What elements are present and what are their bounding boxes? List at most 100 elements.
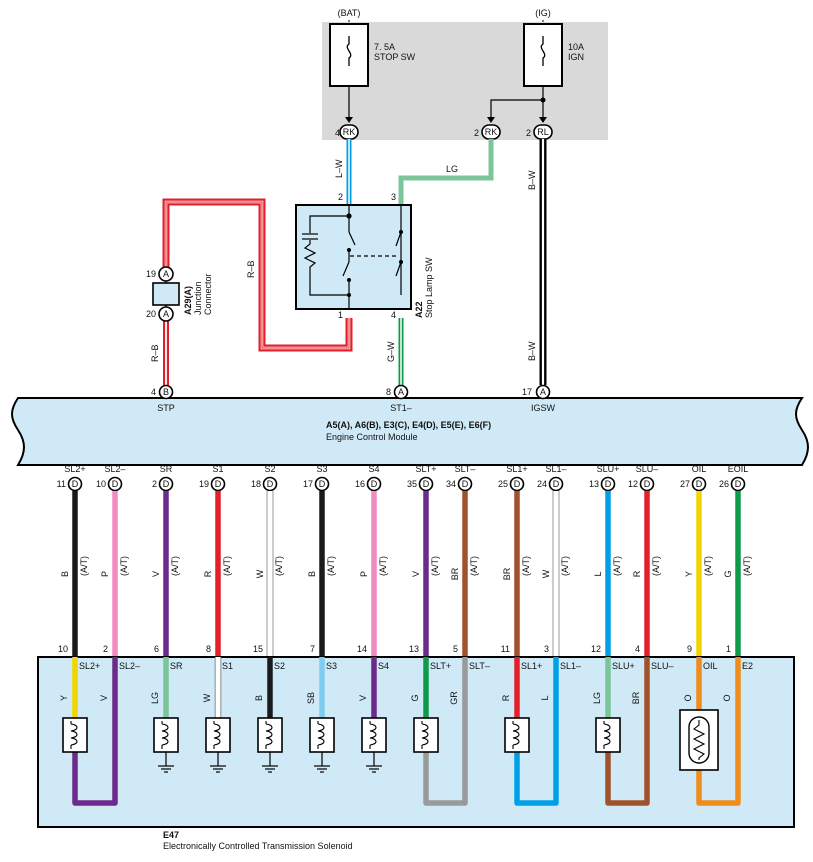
solenoid-term-11: SLU+ bbox=[612, 661, 635, 671]
wire-l-w-label: L–W bbox=[334, 159, 344, 178]
inner-wire-10 bbox=[514, 657, 559, 806]
svg-text:A: A bbox=[540, 387, 546, 397]
solenoid-coil-7 bbox=[413, 717, 439, 753]
switch-pin-2: 2 bbox=[338, 192, 343, 202]
solenoid-code: E47 bbox=[163, 830, 179, 840]
junction-pin-top: 19 bbox=[146, 269, 156, 279]
harness-at-4: (A/T) bbox=[274, 556, 284, 576]
ecm-pin-letter-4: D bbox=[267, 479, 274, 489]
ecm-term-8: SLT– bbox=[455, 464, 476, 474]
ecm-pin-circle-6 bbox=[366, 476, 382, 492]
switch-pin-3: 3 bbox=[391, 192, 396, 202]
ecm-pin-letter-12: D bbox=[644, 479, 651, 489]
solenoid-term-10: SL1– bbox=[560, 661, 581, 671]
inner-color-7: G bbox=[410, 694, 420, 701]
ecm-pin-num-10: 24 bbox=[537, 479, 547, 489]
ecm-pin-circle-3 bbox=[210, 476, 226, 492]
harness-color-0: B bbox=[60, 571, 70, 577]
junction-name-2: Connector bbox=[203, 273, 213, 315]
inner-color-5: SB bbox=[306, 692, 316, 704]
junction-connector bbox=[152, 282, 180, 306]
harness-at-9: (A/T) bbox=[521, 556, 531, 576]
ecm-pin-igsw-label: IGSW bbox=[531, 403, 556, 413]
ecm-pin-num-1: 10 bbox=[96, 479, 106, 489]
ecm-pin-num-5: 17 bbox=[303, 479, 313, 489]
ecm-pin-circle-12 bbox=[639, 476, 655, 492]
inner-color-10: L bbox=[540, 695, 550, 700]
inner-color-11: LG bbox=[592, 692, 602, 704]
solenoid-term-2: SR bbox=[170, 661, 183, 671]
harness-wires: B(A/T)10P(A/T)2V(A/T)6R(A/T)8W(A/T)15B(A… bbox=[58, 491, 752, 657]
svg-text:A: A bbox=[163, 269, 169, 279]
solenoid-term-4: S2 bbox=[274, 661, 285, 671]
switch-code: A22 bbox=[414, 301, 424, 318]
solenoid-pin-11: 12 bbox=[591, 644, 601, 654]
inner-color-9: R bbox=[501, 694, 511, 701]
ecm-pin-letter-8: D bbox=[462, 479, 469, 489]
stop-lamp-switch bbox=[295, 204, 412, 310]
harness-at-13: (A/T) bbox=[703, 556, 713, 576]
ecm-term-14: EOIL bbox=[728, 464, 749, 474]
ecm-pin-letter-3: D bbox=[215, 479, 222, 489]
ecm-pin-num-8: 34 bbox=[446, 479, 456, 489]
ecm-pin-circle-4 bbox=[262, 476, 278, 492]
rl-code: RL bbox=[537, 127, 549, 137]
bat-label: (BAT) bbox=[338, 8, 361, 18]
harness-color-9: BR bbox=[502, 567, 512, 580]
arrow-rk-mid bbox=[487, 117, 495, 123]
ecm-pin-letter-9: D bbox=[514, 479, 521, 489]
inner-color-14: O bbox=[722, 694, 732, 701]
solenoid-term-3: S1 bbox=[222, 661, 233, 671]
rk-left-pin: 4 bbox=[335, 128, 340, 138]
solenoid-coil-4 bbox=[257, 717, 283, 753]
solenoid-pin-10: 3 bbox=[544, 644, 549, 654]
fuse-stop-sw bbox=[329, 23, 369, 87]
ecm-term-13: OIL bbox=[692, 464, 707, 474]
ign-branch bbox=[490, 99, 543, 122]
solenoid-term-1: SL2– bbox=[119, 661, 140, 671]
harness-color-14: G bbox=[723, 570, 733, 577]
harness-at-1: (A/T) bbox=[119, 556, 129, 576]
rl-pin: 2 bbox=[526, 128, 531, 138]
ecm-term-3: S1 bbox=[212, 464, 223, 474]
ecm-pin-circle-5 bbox=[314, 476, 330, 492]
wire-lg-label: LG bbox=[446, 164, 458, 174]
solenoid-coil-11 bbox=[595, 717, 621, 753]
ecm-pin-stp-label: STP bbox=[157, 403, 175, 413]
ecm-pin-letter-2: D bbox=[163, 479, 170, 489]
solenoid-coil-5 bbox=[309, 717, 335, 753]
ig-label: (IG) bbox=[535, 8, 551, 18]
harness-at-14: (A/T) bbox=[742, 556, 752, 576]
harness-at-2: (A/T) bbox=[170, 556, 180, 576]
harness-color-4: W bbox=[255, 569, 265, 578]
ecm-body bbox=[11, 397, 809, 466]
inner-color-4: B bbox=[254, 695, 264, 701]
inner-color-2: LG bbox=[150, 692, 160, 704]
ecm-term-11: SLU+ bbox=[597, 464, 620, 474]
ecm-pin-num-7: 35 bbox=[407, 479, 417, 489]
ecm-term-10: SL1– bbox=[545, 464, 566, 474]
harness-color-11: L bbox=[593, 571, 603, 576]
solenoid-pin-12: 4 bbox=[635, 644, 640, 654]
ecm-pin-letter-14: D bbox=[735, 479, 742, 489]
solenoid-pin-4: 15 bbox=[253, 644, 263, 654]
ecm-pin-letter-1: D bbox=[112, 479, 119, 489]
fuse-ign-symbol bbox=[540, 36, 546, 66]
junction-code: A29(A) bbox=[183, 286, 193, 315]
switch-name: Stop Lamp SW bbox=[424, 257, 434, 318]
ecm-term-0: SL2+ bbox=[64, 464, 85, 474]
inner-color-6: V bbox=[358, 695, 368, 701]
ecm-pin-circle-1 bbox=[107, 476, 123, 492]
solenoid-term-9: SL1+ bbox=[521, 661, 542, 671]
ecm-top-pins: 4 B STP 8 A ST1– 17 A IGSW bbox=[151, 384, 556, 413]
solenoid-pin-9: 11 bbox=[501, 644, 510, 654]
solenoid-term-5: S3 bbox=[326, 661, 337, 671]
ecm-term-2: SR bbox=[160, 464, 173, 474]
solenoid-pin-13: 9 bbox=[687, 644, 692, 654]
fuse-ign-rating: 10A bbox=[568, 42, 584, 52]
svg-text:A: A bbox=[163, 309, 169, 319]
solenoid-term-0: SL2+ bbox=[79, 661, 100, 671]
ecm-term-12: SLU– bbox=[636, 464, 659, 474]
switch-pin-4: 4 bbox=[391, 310, 396, 320]
inner-wire-14 bbox=[696, 657, 741, 806]
